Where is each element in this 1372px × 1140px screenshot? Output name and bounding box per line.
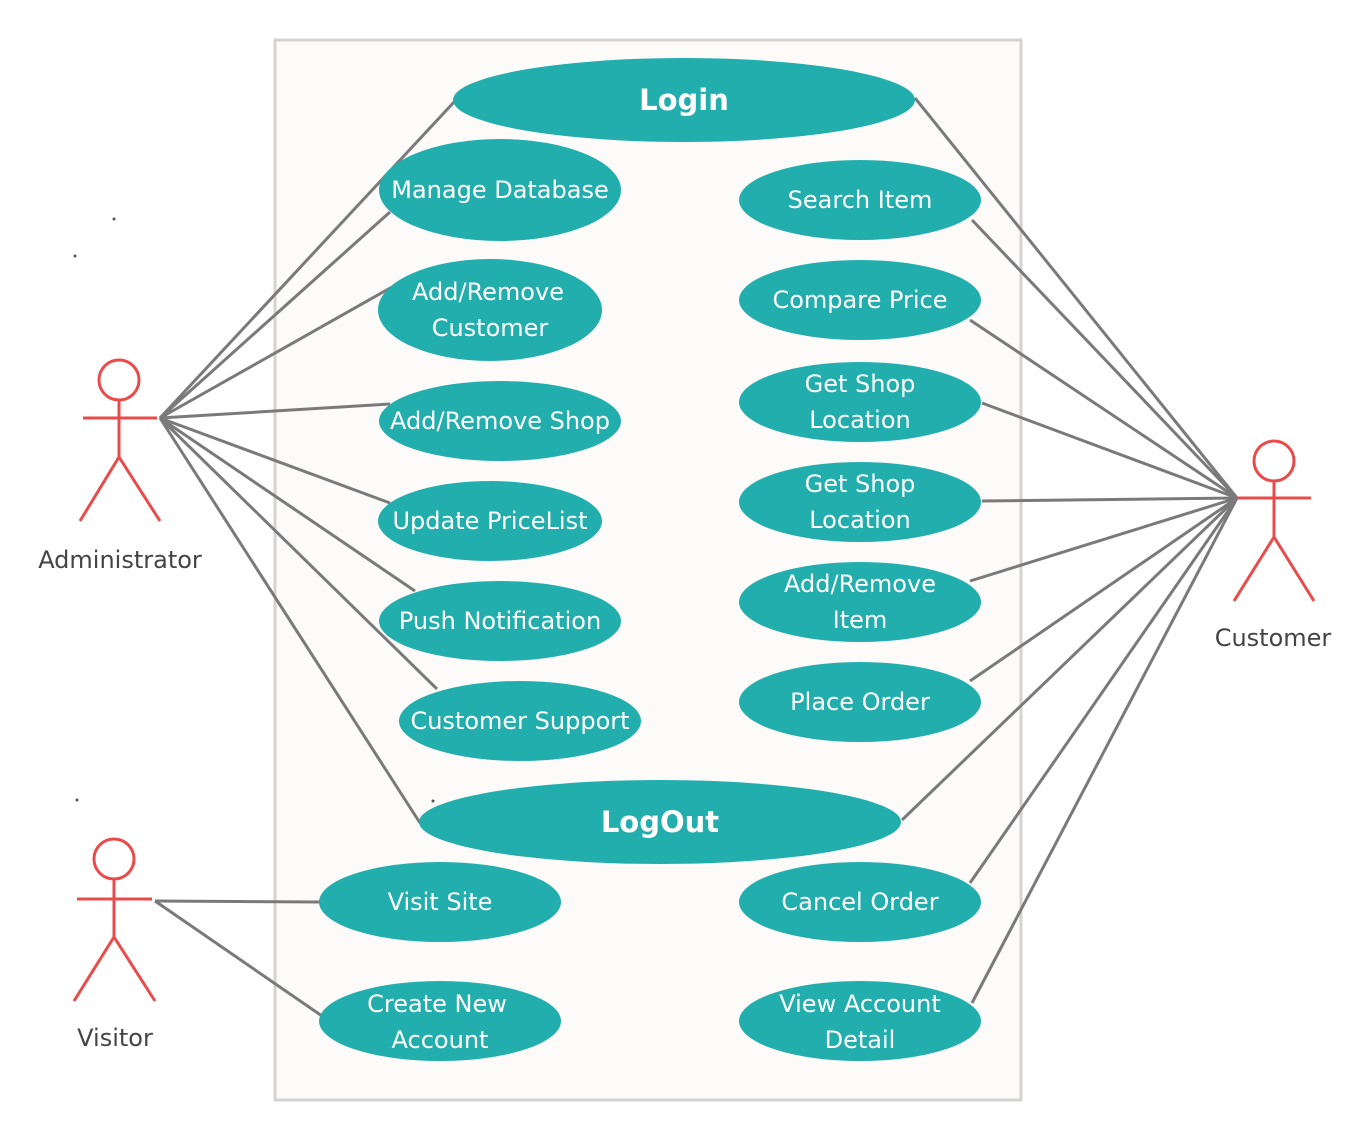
usecase-cancel-order-label: Cancel Order [781,888,938,916]
usecase-add-remove-customer-label-line2: Customer [432,314,549,342]
usecase-search-item-label: Search Item [788,186,933,214]
usecase-get-shop-location-label-line2: Location [809,406,911,434]
stray-dot [75,798,79,802]
usecase-add-remove-customer-label-line1: Add/Remove [412,278,564,306]
customer-associations [900,97,1239,1004]
stray-dot [73,254,77,258]
usecase-add-remove-item-label-line1: Add/Remove [784,570,936,598]
visitor-associations [154,899,323,1018]
usecase-manage-database[interactable]: Manage Database [379,139,621,241]
usecase-get-shop-location[interactable]: Get Shop Location [739,362,981,442]
stray-dot [431,799,435,803]
usecase-logout-label: LogOut [601,805,719,839]
usecase-add-remove-customer[interactable]: Add/Remove Customer [378,259,602,361]
usecase-search-item[interactable]: Search Item [739,160,981,240]
stray-dot [112,217,116,221]
actor-visitor-label: Visitor [77,1024,153,1052]
usecase-add-remove-shop[interactable]: Add/Remove Shop [379,381,621,461]
usecase-push-notification-label: Push Notification [399,607,601,635]
usecase-get-shop-location-2-label-line1: Get Shop [805,470,916,498]
usecase-manage-database-label: Manage Database [391,176,608,204]
actor-customer-label: Customer [1215,624,1332,652]
usecase-add-remove-item[interactable]: Add/Remove Item [739,562,981,642]
usecase-logout[interactable]: LogOut [419,780,901,864]
usecase-view-account-detail-label-line2: Detail [825,1026,896,1054]
usecase-create-new-account[interactable]: Create New Account [319,981,561,1061]
actor-customer[interactable]: Customer [1215,439,1332,652]
usecase-get-shop-location-label-line1: Get Shop [805,370,916,398]
usecase-get-shop-location-2[interactable]: Get Shop Location [739,462,981,542]
usecase-add-remove-item-label-line2: Item [833,606,888,634]
usecase-compare-price[interactable]: Compare Price [739,260,981,340]
actor-administrator[interactable]: Administrator [38,358,202,574]
usecase-place-order-label: Place Order [790,688,930,716]
usecase-visit-site[interactable]: Visit Site [319,862,561,942]
usecase-customer-support[interactable]: Customer Support [399,681,641,761]
usecase-create-new-account-label-line1: Create New [367,990,507,1018]
usecase-view-account-detail-label-line1: View Account [779,990,940,1018]
usecase-view-account-detail[interactable]: View Account Detail [739,981,981,1061]
stick-figure-icon [72,837,157,1002]
usecase-login[interactable]: Login [453,58,915,142]
usecase-visit-site-label: Visit Site [388,888,493,916]
actor-administrator-label: Administrator [38,546,202,574]
usecase-place-order[interactable]: Place Order [739,662,981,742]
actor-visitor[interactable]: Visitor [72,837,157,1052]
usecase-get-shop-location-2-label-line2: Location [809,506,911,534]
usecase-login-label: Login [639,83,729,117]
usecase-update-pricelist[interactable]: Update PriceList [378,481,602,561]
usecase-update-pricelist-label: Update PriceList [392,507,587,535]
usecase-customer-support-label: Customer Support [410,707,629,735]
stick-figure-icon [1232,439,1316,602]
administrator-associations [158,99,457,824]
usecase-create-new-account-label-line2: Account [392,1026,489,1054]
usecase-compare-price-label: Compare Price [772,286,947,314]
usecase-add-remove-shop-label: Add/Remove Shop [390,407,610,435]
stick-figure-icon [78,358,162,522]
usecase-cancel-order[interactable]: Cancel Order [739,862,981,942]
usecase-push-notification[interactable]: Push Notification [379,581,621,661]
